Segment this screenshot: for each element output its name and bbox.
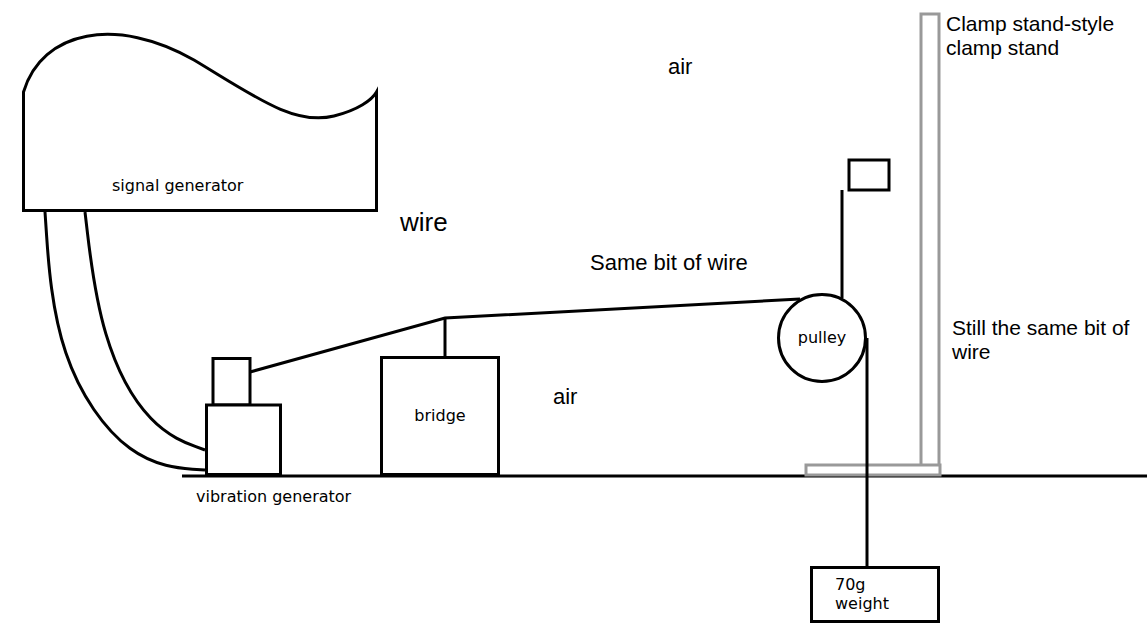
signal-generator: signal generator bbox=[22, 30, 378, 212]
bridge-post bbox=[444, 318, 447, 356]
clamp-stand-base bbox=[806, 465, 940, 475]
weight-block: 70g weight bbox=[810, 566, 940, 623]
vibration-generator: vibration generator bbox=[205, 357, 282, 476]
wire-note: Still the same bit of wire bbox=[952, 316, 1140, 364]
stand-label: Clamp stand-style clamp stand bbox=[946, 12, 1142, 60]
part-name: vibration generator bbox=[196, 487, 273, 506]
vibrator-body bbox=[207, 405, 281, 475]
wire-label: wire bbox=[400, 208, 448, 238]
bench-line bbox=[182, 475, 1147, 478]
part-name: 70g weight bbox=[835, 575, 910, 613]
air-label: air bbox=[553, 384, 577, 409]
pulley-outline bbox=[779, 295, 866, 382]
vibration-generator-outline bbox=[205, 357, 282, 476]
pulley-wheel: pulley bbox=[777, 293, 867, 383]
hanging-wire bbox=[866, 338, 869, 566]
pulley-axle-arm bbox=[841, 190, 844, 298]
part-name: pulley bbox=[798, 328, 847, 347]
part-name: signal generator bbox=[112, 176, 468, 195]
air-label: air bbox=[668, 54, 692, 79]
clamp-boss bbox=[849, 160, 889, 190]
part-name: bridge bbox=[414, 406, 465, 425]
vibrating-wire bbox=[250, 299, 800, 372]
vibrator-head bbox=[213, 359, 250, 406]
bridge-block: bridge bbox=[380, 356, 500, 476]
wire-note: Same bit of wire bbox=[590, 250, 748, 275]
clamp-stand-rod bbox=[921, 14, 939, 466]
signal-lead bbox=[45, 212, 205, 470]
signal-lead bbox=[85, 212, 205, 450]
